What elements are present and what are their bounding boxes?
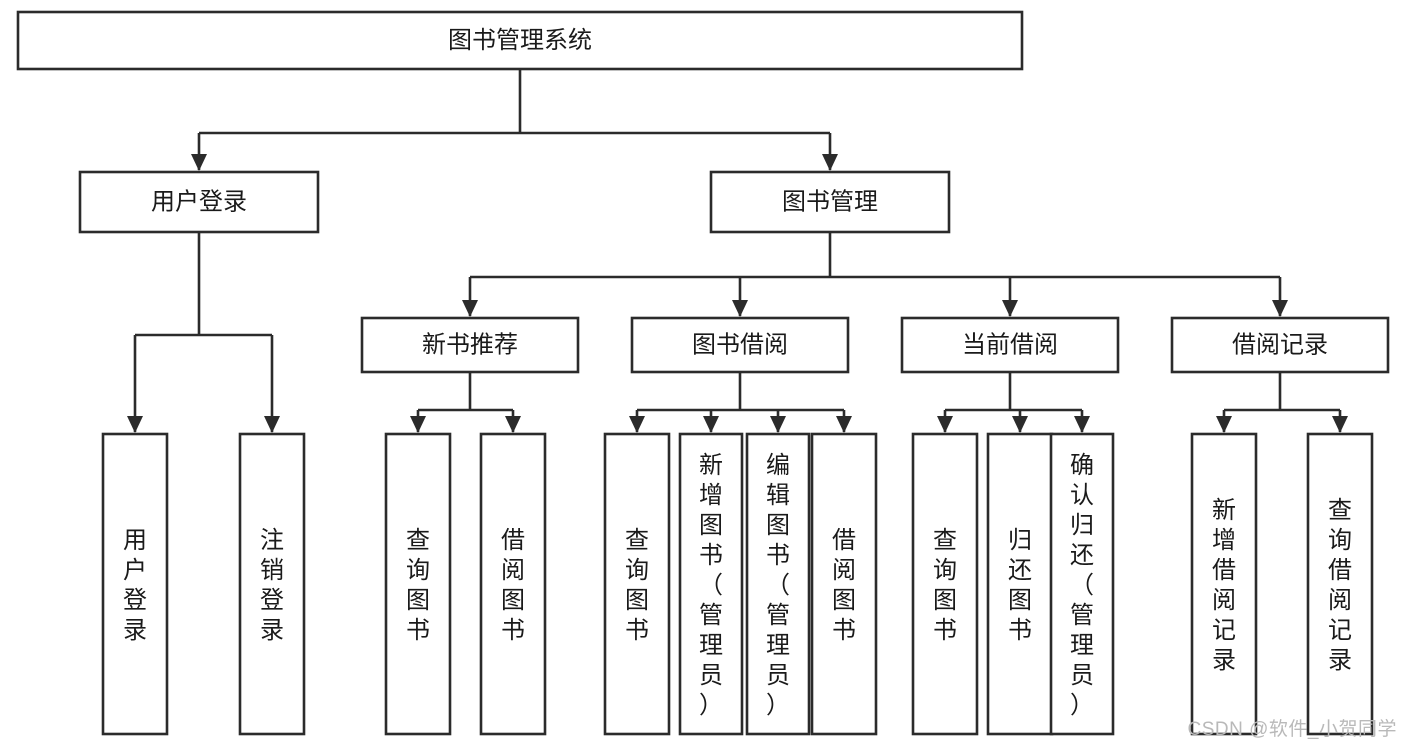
node-box[interactable]: [709, 170, 951, 234]
node-label: 用户登录: [123, 527, 147, 644]
node-label: 新书推荐: [422, 331, 518, 358]
node-用户登录[interactable]: 用户登录: [78, 170, 320, 234]
node-图书借阅[interactable]: 图书借阅: [630, 316, 850, 374]
arrow-head-icon: [703, 416, 719, 433]
node-label: 图书借阅: [692, 331, 788, 358]
arrow-head-icon: [836, 416, 852, 433]
node-box[interactable]: [810, 432, 878, 736]
arrow-head-icon: [1012, 416, 1028, 433]
node-借阅图书[interactable]: 借阅图书: [479, 432, 547, 736]
node-box[interactable]: [1306, 432, 1374, 736]
node-新增图书管理员[interactable]: 新增图书（管理员）: [678, 432, 744, 736]
node-图书管理[interactable]: 图书管理: [709, 170, 951, 234]
node-借阅记录[interactable]: 借阅记录: [1170, 316, 1390, 374]
node-新增借阅记录[interactable]: 新增借阅记录: [1190, 432, 1258, 736]
node-box[interactable]: [1190, 432, 1258, 736]
node-box[interactable]: [630, 316, 850, 374]
connectors-layer: [127, 69, 1348, 433]
node-查询借阅记录[interactable]: 查询借阅记录: [1306, 432, 1374, 736]
arrow-head-icon: [937, 416, 953, 433]
arrow-head-icon: [462, 300, 478, 317]
node-label: 查询图书: [933, 527, 957, 644]
node-box[interactable]: [986, 432, 1054, 736]
csdn-watermark: CSDN @软件_小贺同学: [1187, 719, 1397, 740]
node-box[interactable]: [678, 432, 744, 736]
arrow-head-icon: [264, 416, 280, 433]
node-box[interactable]: [101, 432, 169, 736]
node-label: 用户登录: [151, 188, 247, 215]
node-用户登录[interactable]: 用户登录: [101, 432, 169, 736]
arrow-head-icon: [629, 416, 645, 433]
node-box[interactable]: [1049, 432, 1115, 736]
arrow-head-icon: [1074, 416, 1090, 433]
node-box[interactable]: [360, 316, 580, 374]
node-box[interactable]: [78, 170, 320, 234]
node-label: 归还图书: [1008, 527, 1032, 644]
node-label: 注销登录: [260, 527, 284, 644]
nodes-layer: 图书管理系统用户登录用户登录注销登录图书管理新书推荐查询图书借阅图书图书借阅查询…: [16, 10, 1390, 736]
node-box[interactable]: [238, 432, 306, 736]
node-查询图书[interactable]: 查询图书: [603, 432, 671, 736]
node-确认归还管理员[interactable]: 确认归还（管理员）: [1049, 432, 1115, 736]
node-label: 确认归还（管理员）: [1070, 452, 1094, 719]
arrow-head-icon: [1216, 416, 1232, 433]
node-label: 查询借阅记录: [1328, 497, 1352, 674]
node-label: 新增图书（管理员）: [699, 452, 723, 719]
arrow-head-icon: [770, 416, 786, 433]
node-box[interactable]: [603, 432, 671, 736]
node-box[interactable]: [911, 432, 979, 736]
node-新书推荐[interactable]: 新书推荐: [360, 316, 580, 374]
node-box[interactable]: [16, 10, 1024, 71]
node-label: 借阅图书: [832, 527, 856, 644]
node-借阅图书[interactable]: 借阅图书: [810, 432, 878, 736]
arrow-head-icon: [1332, 416, 1348, 433]
arrow-head-icon: [1002, 300, 1018, 317]
node-box[interactable]: [900, 316, 1120, 374]
node-label: 当前借阅: [962, 331, 1058, 358]
arrow-head-icon: [1272, 300, 1288, 317]
node-label: 图书管理系统: [448, 27, 592, 54]
node-box[interactable]: [1170, 316, 1390, 374]
node-label: 借阅记录: [1232, 331, 1328, 358]
node-box[interactable]: [384, 432, 452, 736]
arrow-head-icon: [505, 416, 521, 433]
node-label: 编辑图书（管理员）: [766, 452, 790, 719]
node-编辑图书管理员[interactable]: 编辑图书（管理员）: [745, 432, 811, 736]
arrow-head-icon: [127, 416, 143, 433]
arrow-head-icon: [410, 416, 426, 433]
node-归还图书[interactable]: 归还图书: [986, 432, 1054, 736]
node-label: 查询图书: [406, 527, 430, 644]
node-box[interactable]: [745, 432, 811, 736]
node-查询图书[interactable]: 查询图书: [384, 432, 452, 736]
node-label: 图书管理: [782, 188, 878, 215]
arrow-head-icon: [822, 154, 838, 171]
node-注销登录[interactable]: 注销登录: [238, 432, 306, 736]
node-box[interactable]: [479, 432, 547, 736]
node-label: 查询图书: [625, 527, 649, 644]
node-label: 新增借阅记录: [1212, 497, 1236, 674]
arrow-head-icon: [191, 154, 207, 171]
node-当前借阅[interactable]: 当前借阅: [900, 316, 1120, 374]
node-图书管理系统[interactable]: 图书管理系统: [16, 10, 1024, 71]
node-查询图书[interactable]: 查询图书: [911, 432, 979, 736]
arrow-head-icon: [732, 300, 748, 317]
node-label: 借阅图书: [501, 527, 525, 644]
